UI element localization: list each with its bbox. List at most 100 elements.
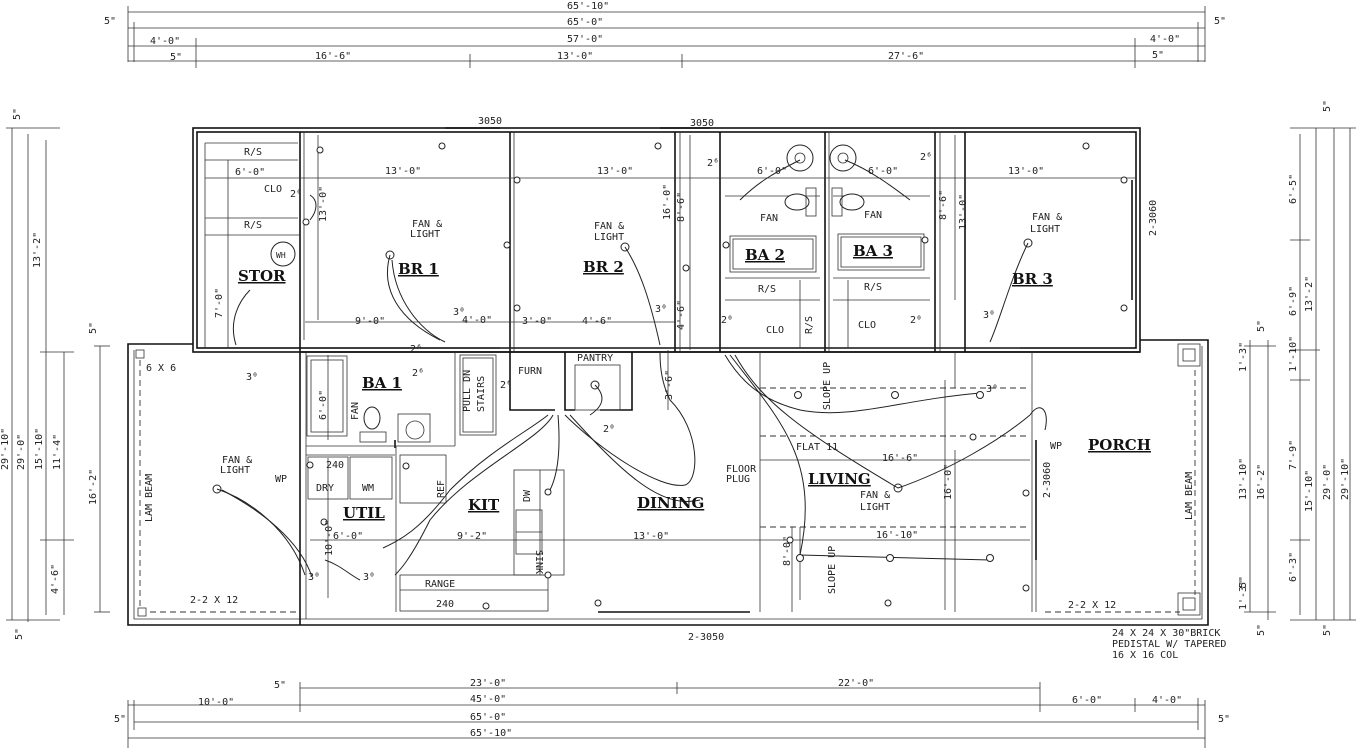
dim-stor-depth: 7'-0" <box>214 288 225 318</box>
flat-label: FLAT 11 <box>796 442 838 453</box>
dim-left-5: 15'-10" <box>34 428 45 470</box>
fan-light-living-b: LIGHT <box>860 502 890 513</box>
angle-mark: 3⁰ <box>983 310 995 321</box>
dim-top-7: 13'-0" <box>557 51 593 62</box>
dim-top-5: 4'-0" <box>1150 34 1180 45</box>
top-dimensions: 65'-10" 65'-0" 57'-0" 4'-0" 4'-0" 16'-6"… <box>104 1 1226 68</box>
dim-right-14: 6'-3" <box>1288 552 1299 582</box>
dim-bottom-3: 22'-0" <box>838 678 874 689</box>
window-label-5: 2-3050 <box>688 632 724 643</box>
room-br1: BR 1 <box>398 260 439 278</box>
slope-up-bottom: SLOPE UP <box>827 546 838 594</box>
dryer-240-label: 240 <box>326 460 344 471</box>
wp-label-left: WP <box>275 474 287 485</box>
pedistal-note-line-3: 16 X 16 COL <box>1112 650 1178 661</box>
angle-mark: 3⁰ <box>308 572 320 583</box>
dim-right-4: 6'-9" <box>1288 286 1299 316</box>
dim-top-2: 65'-0" <box>567 17 603 28</box>
lam-beam-left: LAM BEAM <box>144 474 155 522</box>
dim-hall-4: 4'-6" <box>582 316 612 327</box>
pedistal-note-line-1: 24 X 24 X 30"BRICK <box>1112 628 1220 639</box>
fan-label-ba2: FAN <box>760 213 778 224</box>
slope-up-top: SLOPE UP <box>822 362 833 410</box>
dim-left-8: 16'-2" <box>88 469 99 505</box>
wh-label: WH <box>276 251 286 260</box>
room-dimensions: 13'-0" 13'-0" 13'-0" 6'-0" 6'-0" 6'-0" 9… <box>214 166 1044 566</box>
room-util: UTIL <box>343 504 385 522</box>
room-br3: BR 3 <box>1012 270 1053 288</box>
room-stor: STOR <box>238 267 286 285</box>
ref-label: REF <box>436 480 447 498</box>
dim-left-3: 29'-10" <box>0 428 11 470</box>
dim-right-16: 5" <box>1238 576 1249 588</box>
left-dimensions: 5" 13'-2" 29'-10" 29'-0" 15'-10" 11'-4" … <box>0 108 110 640</box>
fan-light-living-a: FAN & <box>860 490 890 501</box>
dim-right-6: 5" <box>1256 320 1267 332</box>
fan-light-br3-b: LIGHT <box>1030 224 1060 235</box>
dim-bottom-4: 10'-0" <box>198 697 234 708</box>
dim-hall-1: 9'-0" <box>355 316 385 327</box>
door-swings: 2⁶ 2⁶ 2⁶ 2⁶ 3⁰ 3⁰ 3⁰ 3⁰ 3⁰ 3⁰ 2⁰ 2⁰ 2⁰ 2… <box>246 152 998 583</box>
dim-kit: 9'-2" <box>457 531 487 542</box>
angle-mark: 3⁰ <box>453 307 465 318</box>
dim-top-11: 5" <box>170 52 182 63</box>
dw-label: DW <box>522 489 533 502</box>
rs-label-2: R/S <box>244 220 262 231</box>
dim-living-depth: 16'-0" <box>943 464 954 500</box>
angle-mark: 3⁰ <box>246 372 258 383</box>
dim-top-6: 16'-6" <box>315 51 351 62</box>
dry-label: DRY <box>316 483 334 494</box>
dim-ba2-width: 6'-0" <box>757 166 787 177</box>
dim-living-2: 16'-10" <box>876 530 918 541</box>
dim-right-7: 1'-3" <box>1238 342 1249 372</box>
dim-bottom-5: 45'-0" <box>470 694 506 705</box>
dim-top-9: 5" <box>104 16 116 27</box>
room-ba3: BA 3 <box>853 242 893 260</box>
fan-light-br2-a: FAN & <box>594 221 624 232</box>
pedistal-note: 24 X 24 X 30"BRICK PEDISTAL W/ TAPERED 1… <box>1112 628 1226 661</box>
furn-label: FURN <box>518 366 542 377</box>
angle-mark: 2⁶ <box>500 380 512 391</box>
outlets <box>302 142 1128 610</box>
dim-right-10: 16'-2" <box>1256 464 1267 500</box>
dim-ba1-depth: 6'-0" <box>318 390 329 420</box>
dim-right-8: 7'-9" <box>1288 440 1299 470</box>
floor-label: FLOOR <box>726 464 757 475</box>
fan-light-br1-b: LIGHT <box>410 229 440 240</box>
dim-br1-depth: 13'-0" <box>318 186 329 222</box>
rs-label-5: R/S <box>804 316 815 334</box>
rs-label-1: R/S <box>244 147 262 158</box>
dim-bottom-9: 65'-0" <box>470 712 506 723</box>
wm-label: WM <box>362 483 374 494</box>
fan-label-ba1: FAN <box>350 402 361 420</box>
dim-living-depth-2: 8'-0" <box>782 536 793 566</box>
dim-right-18: 5" <box>1322 624 1333 636</box>
dim-right-13: 29'-10" <box>1340 458 1351 500</box>
dim-top-12: 5" <box>1152 50 1164 61</box>
dim-left-6: 11'-4" <box>52 434 63 470</box>
fan-light-br2-b: LIGHT <box>594 232 624 243</box>
angle-mark: 2⁰ <box>603 424 615 435</box>
dim-br2-depth-3: 16'-0" <box>662 184 673 220</box>
dim-right-12: 29'-0" <box>1322 464 1333 500</box>
pantry-label: PANTRY <box>577 353 613 364</box>
window-label-4: 2-3060 <box>1042 462 1053 498</box>
dim-right-11: 15'-10" <box>1304 470 1315 512</box>
bottom-dimensions: 5" 23'-0" 22'-0" 10'-0" 45'-0" 6'-0" 4'-… <box>114 678 1230 748</box>
dim-bottom-11: 5" <box>1218 714 1230 725</box>
room-names: STOR BR 1 BR 2 BR 3 BA 1 BA 2 BA 3 UTIL … <box>238 242 1151 522</box>
dim-bottom-6: 6'-0" <box>1072 695 1102 706</box>
room-br2: BR 2 <box>583 258 624 276</box>
beam-2x12-right: 2-2 X 12 <box>1068 600 1116 611</box>
dim-left-7: 5" <box>88 322 99 334</box>
angle-mark: 3⁰ <box>363 572 375 583</box>
angle-mark: 2⁰ <box>721 315 733 326</box>
angle-mark: 2⁶ <box>920 152 932 163</box>
dim-right-9: 13'-10" <box>1238 458 1249 500</box>
range-240-label: 240 <box>436 599 454 610</box>
room-ba1: BA 1 <box>362 374 402 392</box>
dim-dining: 13'-0" <box>633 531 669 542</box>
dim-util-depth: 10'-0" <box>324 520 335 556</box>
dim-stor-width: 6'-0" <box>235 167 265 178</box>
